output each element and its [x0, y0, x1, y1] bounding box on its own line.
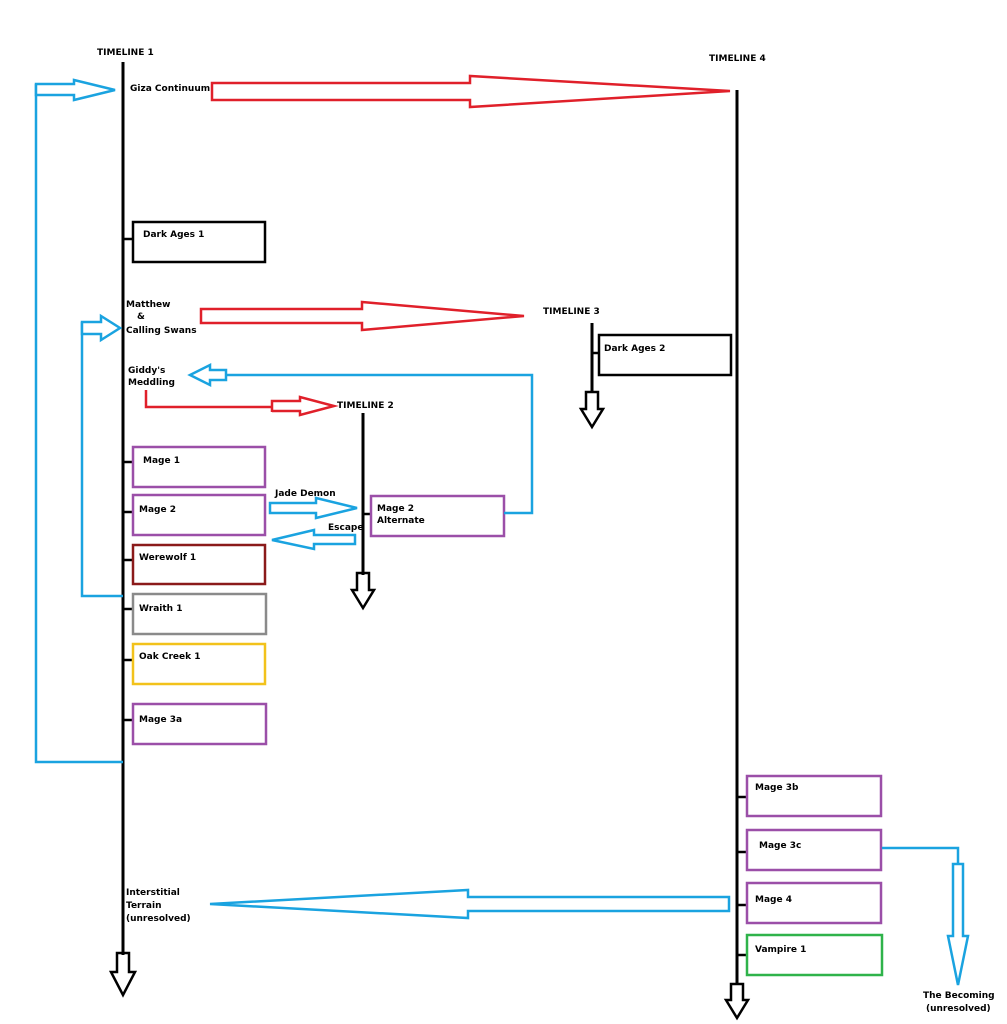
timeline-2-down-arrow — [349, 571, 377, 611]
box-werewolf-1-label: Werewolf 1 — [139, 553, 196, 563]
box-mage-2-alternate-label-1: Mage 2 — [377, 504, 414, 514]
red-arrow-giza-to-timeline-4 — [210, 74, 731, 109]
box-wraith-1-label: Wraith 1 — [139, 604, 182, 614]
blue-arrow-jade-demon — [268, 496, 358, 520]
timeline-3-down-arrow — [578, 390, 606, 430]
box-dark-ages-1-label: Dark Ages 1 — [143, 230, 204, 240]
blue-arrowhead-matthew — [80, 313, 123, 343]
blue-loop-mage-3a-to-giza — [34, 84, 123, 764]
timeline-1-title: TIMELINE 1 — [97, 48, 154, 58]
box-vampire-1-label: Vampire 1 — [755, 945, 806, 955]
box-dark-ages-1 — [131, 220, 267, 264]
box-mage-3a — [131, 702, 268, 746]
jade-demon-label: Jade Demon — [274, 489, 336, 499]
blue-path-mage-3c-to-becoming — [882, 846, 960, 864]
calling-swans-label: Calling Swans — [126, 326, 197, 336]
timeline-2-title: TIMELINE 2 — [337, 401, 394, 411]
meddling-label: Meddling — [128, 378, 175, 388]
red-arrow-giddy-to-timeline-2 — [144, 390, 339, 417]
blue-arrow-mage-4-to-interstitial — [209, 888, 731, 920]
giza-continuum-label: Giza Continuum — [130, 84, 210, 94]
timeline-3-title: TIMELINE 3 — [543, 307, 600, 317]
unresolved-2-label: (unresolved) — [926, 1004, 991, 1014]
terrain-label: Terrain — [126, 901, 162, 911]
box-oak-creek-1 — [131, 642, 267, 686]
blue-arrowhead-becoming — [946, 862, 970, 986]
box-mage-3c-label: Mage 3c — [759, 841, 801, 851]
the-becoming-label: The Becoming — [923, 991, 995, 1001]
blue-loop-mage-2-alt-to-giddy — [226, 373, 534, 515]
box-vampire-1 — [745, 933, 884, 977]
matthew-label: Matthew — [126, 300, 170, 310]
box-dark-ages-2-label: Dark Ages 2 — [604, 344, 665, 354]
unresolved-1-label: (unresolved) — [126, 914, 191, 924]
red-arrow-matthew-to-timeline-3 — [199, 300, 525, 332]
blue-arrowhead-giza — [34, 78, 116, 102]
blue-arrow-escape — [271, 528, 357, 551]
box-wraith-1 — [131, 592, 268, 636]
timeline-1-down-arrow — [108, 951, 138, 998]
ampersand-label: & — [137, 312, 145, 322]
interstitial-label: Interstitial — [126, 888, 180, 898]
box-mage-1-label: Mage 1 — [143, 456, 180, 466]
timeline-4-down-arrow — [723, 982, 751, 1021]
box-werewolf-1 — [131, 543, 267, 586]
box-mage-3c — [745, 828, 883, 872]
box-dark-ages-2 — [597, 333, 733, 377]
box-mage-3b — [745, 774, 883, 818]
blue-arrowhead-giddy — [187, 362, 228, 388]
box-mage-2 — [131, 493, 267, 537]
box-mage-4-label: Mage 4 — [755, 895, 792, 905]
box-oak-creek-1-label: Oak Creek 1 — [139, 652, 200, 662]
escape-label: Escape — [328, 523, 363, 533]
box-mage-3b-label: Mage 3b — [755, 783, 799, 793]
blue-loop-wraith-to-matthew — [80, 322, 123, 598]
box-mage-3a-label: Mage 3a — [139, 715, 182, 725]
box-mage-4 — [745, 881, 883, 925]
box-mage-2-alternate — [369, 494, 506, 538]
box-mage-2-label: Mage 2 — [139, 505, 176, 515]
box-mage-2-alternate-label-2: Alternate — [377, 516, 425, 526]
timeline-4-title: TIMELINE 4 — [709, 54, 766, 64]
giddys-label: Giddy's — [128, 366, 165, 376]
box-mage-1 — [131, 445, 267, 489]
